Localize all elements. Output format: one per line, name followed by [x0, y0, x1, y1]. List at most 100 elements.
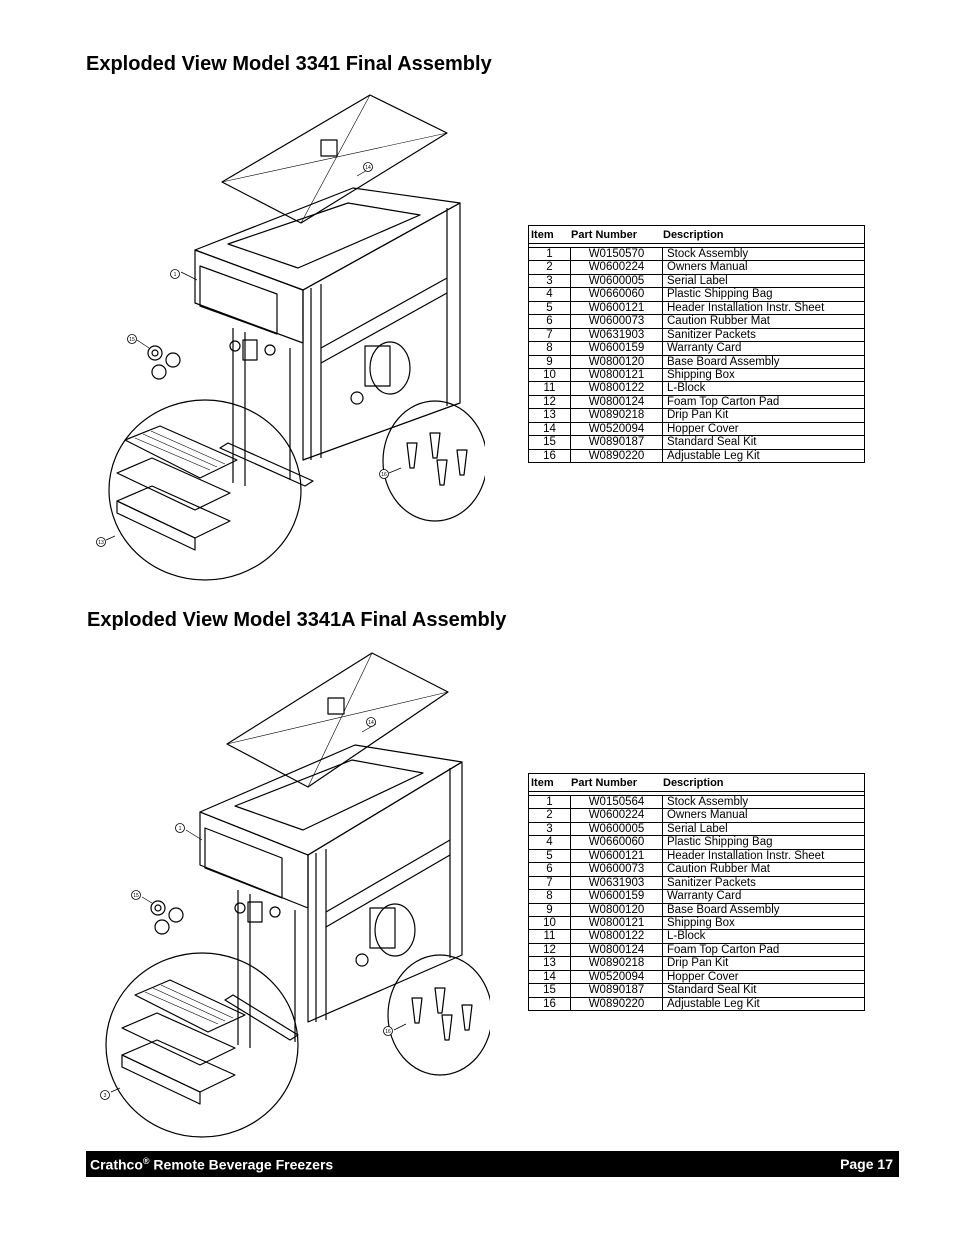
part-number-cell: W0150570 — [571, 248, 663, 261]
description-cell: Warranty Card — [667, 890, 742, 903]
item-number-cell: 7 — [529, 328, 571, 342]
section-title: Exploded View Model 3341A Final Assembly — [87, 609, 507, 631]
description-cell: Plastic Shipping Bag — [667, 836, 773, 849]
part-number-cell: W0520094 — [571, 970, 663, 984]
item-number-cell: 15 — [529, 436, 571, 449]
item-number-cell: 8 — [529, 342, 571, 355]
col-item-header: Item — [531, 776, 554, 789]
part-number-cell: W0890218 — [571, 409, 663, 422]
callout-label: 3 — [104, 1093, 107, 1099]
col-desc-header: Description — [663, 228, 724, 241]
description-cell: Plastic Shipping Bag — [667, 288, 773, 301]
part-number-cell: W0600224 — [571, 261, 663, 274]
item-number-cell: 11 — [529, 930, 571, 943]
part-number-cell: W0800121 — [571, 916, 663, 930]
exploded-view-drawing: 1 13 14 15 16 — [96, 94, 485, 581]
description-cell: Sanitizer Packets — [667, 876, 756, 889]
description-cell: Standard Seal Kit — [667, 436, 757, 449]
callout-label: 1 — [174, 272, 177, 278]
item-number-cell: 13 — [529, 957, 571, 970]
description-cell: Caution Rubber Mat — [667, 863, 770, 876]
item-number-cell: 14 — [529, 422, 571, 436]
part-number-cell: W0150564 — [571, 796, 663, 809]
item-number-cell: 7 — [529, 876, 571, 890]
item-number-cell: 3 — [529, 822, 571, 836]
table-header: Item Part Number Description — [529, 226, 864, 244]
description-cell: Owners Manual — [667, 809, 748, 822]
part-number-cell: W0600121 — [571, 301, 663, 315]
callout-label: 16 — [381, 472, 387, 478]
item-number-cell: 15 — [529, 984, 571, 997]
part-number-cell: W0890187 — [571, 436, 663, 449]
part-number-cell: W0660060 — [571, 836, 663, 849]
part-number-cell: W0800124 — [571, 943, 663, 957]
item-number-cell: 10 — [529, 368, 571, 382]
part-number-cell: W0890220 — [571, 997, 663, 1010]
part-number-cell: W0600073 — [571, 315, 663, 328]
description-cell: Serial Label — [667, 822, 728, 835]
exploded-view-drawing: 1 3 14 15 16 — [100, 652, 490, 1138]
part-number-cell: W0520094 — [571, 422, 663, 436]
col-desc-header: Description — [663, 776, 724, 789]
part-number-cell: W0800120 — [571, 903, 663, 916]
callout-label: 14 — [368, 720, 374, 726]
item-number-cell: 11 — [529, 382, 571, 395]
item-number-cell: 6 — [529, 315, 571, 328]
callout-label: 15 — [133, 893, 139, 899]
description-cell: Shipping Box — [667, 916, 735, 929]
part-number-cell: W0600224 — [571, 809, 663, 822]
description-cell: Caution Rubber Mat — [667, 315, 770, 328]
part-number-cell: W0800121 — [571, 368, 663, 382]
item-number-cell: 10 — [529, 916, 571, 930]
item-number-cell: 9 — [529, 903, 571, 916]
part-number-cell: W0600005 — [571, 274, 663, 288]
callout-label: 1 — [179, 826, 182, 832]
description-cell: Stock Assembly — [667, 796, 749, 808]
description-cell: Serial Label — [667, 274, 728, 287]
description-cell: Foam Top Carton Pad — [667, 943, 780, 956]
part-number-cell: W0631903 — [571, 876, 663, 890]
item-number-cell: 16 — [529, 997, 571, 1010]
item-number-cell: 9 — [529, 355, 571, 368]
description-cell: L-Block — [667, 382, 706, 395]
description-cell: L-Block — [667, 930, 706, 943]
part-number-cell: W0600121 — [571, 849, 663, 863]
item-number-cell: 1 — [529, 248, 571, 261]
item-number-cell: 12 — [529, 943, 571, 957]
part-number-cell: W0800124 — [571, 395, 663, 409]
description-cell: Header Installation Instr. Sheet — [667, 849, 825, 862]
item-number-cell: 5 — [529, 301, 571, 315]
part-number-cell: W0660060 — [571, 288, 663, 301]
description-cell: Shipping Box — [667, 368, 735, 381]
registered-mark: ® — [142, 1155, 150, 1166]
col-part-header: Part Number — [571, 228, 638, 241]
callout-label: 14 — [365, 165, 371, 171]
section-title: Exploded View Model 3341 Final Assembly — [86, 53, 492, 75]
item-number-cell: 8 — [529, 890, 571, 903]
part-number-cell: W0890220 — [571, 449, 663, 462]
description-cell: Owners Manual — [667, 261, 748, 274]
